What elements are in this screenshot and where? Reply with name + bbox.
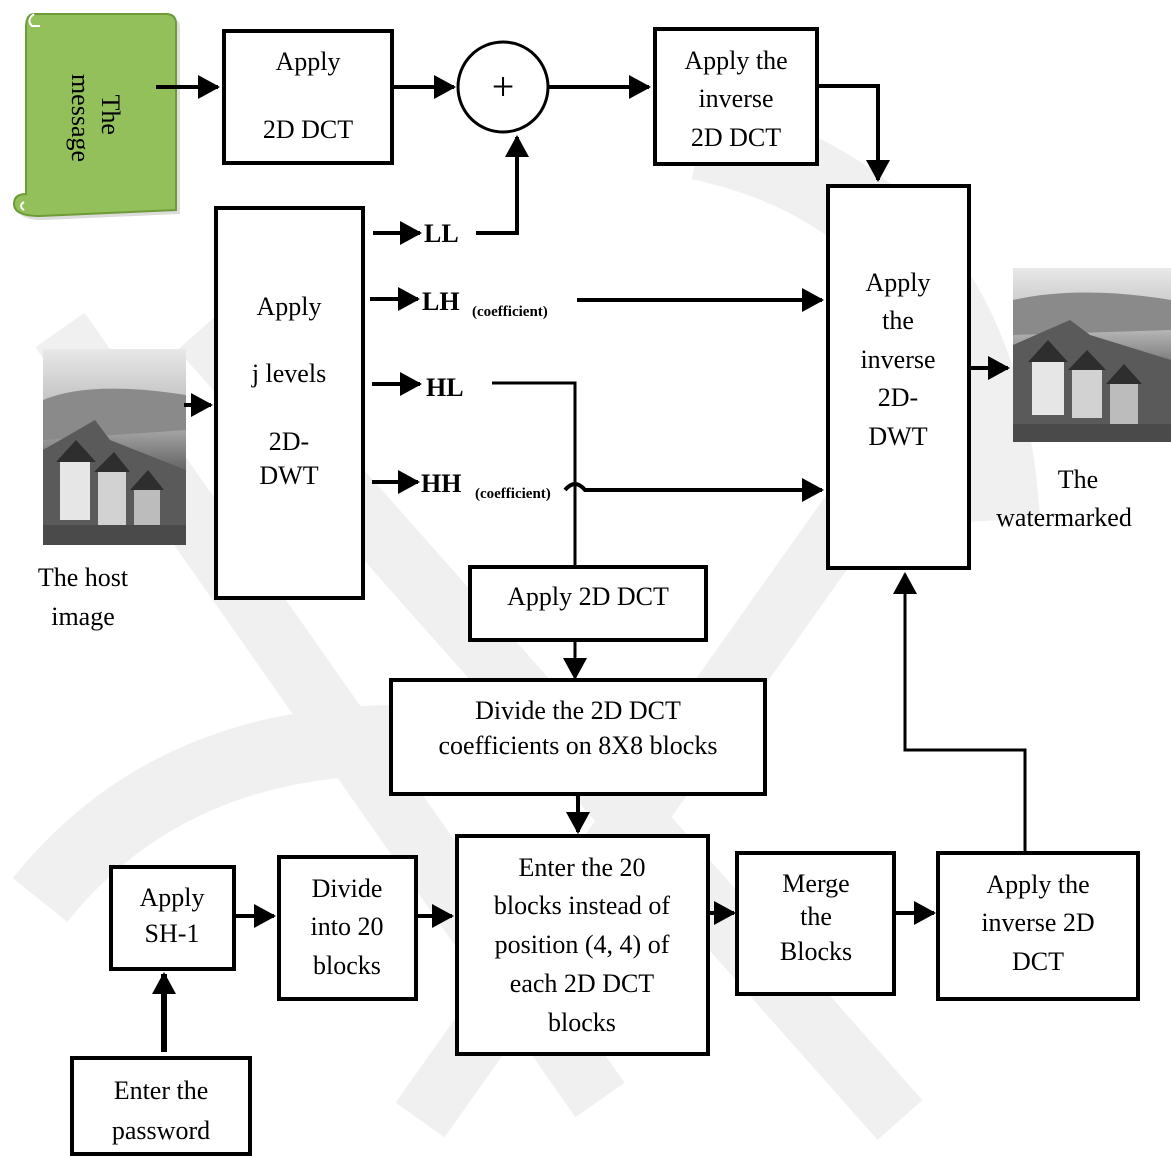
enter-blocks-label-1: Enter the 20 bbox=[518, 853, 645, 882]
merge-label-2: the bbox=[800, 902, 832, 931]
inverse-dwt-label-1: Apply bbox=[866, 268, 931, 297]
password-label-2: password bbox=[112, 1116, 210, 1145]
apply-dwt-label-2: j levels bbox=[251, 359, 326, 388]
connectors bbox=[152, 75, 1027, 1052]
merge-label-1: Merge bbox=[782, 869, 849, 898]
arrow-inverse-dct-bottom-to-dwt bbox=[893, 572, 1027, 853]
apply-dwt-box bbox=[214, 206, 365, 600]
inverse-dwt-box bbox=[826, 184, 971, 570]
divide-dct-label-1: Divide the 2D DCT bbox=[475, 696, 681, 725]
adder-circle bbox=[456, 40, 550, 134]
password-box bbox=[70, 1056, 252, 1156]
host-image-caption-1: The host bbox=[38, 563, 129, 592]
band-lh-subscript: (coefficient) bbox=[472, 304, 548, 320]
apply-sh1-box bbox=[109, 865, 236, 971]
watermarked-caption-2: watermarked bbox=[996, 503, 1132, 532]
apply-2d-dct-top-label-1: Apply bbox=[276, 47, 341, 76]
band-lh: LH bbox=[422, 287, 460, 316]
inverse-dwt-label-2: the bbox=[882, 306, 914, 335]
merge-label-3: Blocks bbox=[780, 937, 852, 966]
divide-20-box bbox=[277, 855, 418, 1001]
adder-symbol: + bbox=[492, 64, 515, 109]
host-image-caption-2: image bbox=[51, 602, 115, 631]
enter-blocks-label-3: position (4, 4) of bbox=[495, 930, 670, 959]
inverse-2d-dct-top-box bbox=[653, 27, 819, 166]
line-hl-to-mid-dct bbox=[492, 381, 577, 565]
arrow-inverse-dct-to-dwt bbox=[817, 84, 890, 182]
watermarked-caption-1: The bbox=[1058, 465, 1098, 494]
message-label: The message bbox=[66, 74, 125, 162]
apply-dwt-label-1: Apply bbox=[257, 292, 322, 321]
enter-blocks-label-5: blocks bbox=[548, 1008, 616, 1037]
apply-2d-dct-top-label-2: 2D DCT bbox=[263, 115, 353, 144]
inverse-2d-dct-top-label-3: 2D DCT bbox=[691, 123, 781, 152]
band-hl: HL bbox=[426, 373, 464, 402]
arrow-ll-to-adder bbox=[476, 135, 529, 235]
band-hh-subscript: (coefficient) bbox=[475, 486, 551, 502]
apply-dwt-label-4: DWT bbox=[259, 461, 318, 490]
enter-blocks-label-2: blocks instead of bbox=[494, 891, 671, 920]
divide-dct-label-2: coefficients on 8X8 blocks bbox=[439, 731, 718, 760]
inverse-dwt-label-4: 2D- bbox=[878, 383, 918, 412]
watermarked-image bbox=[1013, 268, 1171, 442]
inverse-dct-bottom-label-2: inverse 2D bbox=[981, 908, 1094, 937]
host-image bbox=[43, 349, 186, 545]
enter-blocks-label-4: each 2D DCT bbox=[510, 969, 655, 998]
merge-blocks-box bbox=[735, 851, 896, 996]
band-hh: HH bbox=[421, 469, 461, 498]
divide-dct-box bbox=[389, 678, 767, 796]
band-ll: LL bbox=[424, 219, 459, 248]
apply-sh1-label-2: SH-1 bbox=[145, 919, 200, 948]
divide-20-label-2: into 20 bbox=[311, 912, 384, 941]
password-label-1: Enter the bbox=[114, 1076, 209, 1105]
inverse-dwt-label-5: DWT bbox=[868, 422, 927, 451]
apply-2d-dct-top-box bbox=[222, 29, 394, 165]
inverse-2d-dct-top-label-2: inverse bbox=[698, 84, 773, 113]
inverse-dwt-label-3: inverse bbox=[860, 345, 935, 374]
apply-sh1-label-1: Apply bbox=[140, 883, 205, 912]
inverse-2d-dct-bottom-box bbox=[936, 851, 1140, 1001]
apply-2d-dct-mid-label: Apply 2D DCT bbox=[507, 582, 669, 611]
divide-20-label-1: Divide bbox=[312, 874, 383, 903]
message-scroll: The message bbox=[12, 13, 180, 220]
enter-blocks-box bbox=[455, 834, 710, 1056]
inverse-dct-bottom-label-3: DCT bbox=[1012, 947, 1064, 976]
apply-2d-dct-mid-box bbox=[468, 565, 708, 642]
apply-dwt-label-3: 2D- bbox=[269, 427, 309, 456]
divide-20-label-3: blocks bbox=[313, 951, 381, 980]
inverse-dct-bottom-label-1: Apply the bbox=[986, 870, 1089, 899]
arrow-hh-to-inverse-dwt bbox=[563, 478, 824, 502]
inverse-2d-dct-top-label-1: Apply the bbox=[684, 46, 787, 75]
